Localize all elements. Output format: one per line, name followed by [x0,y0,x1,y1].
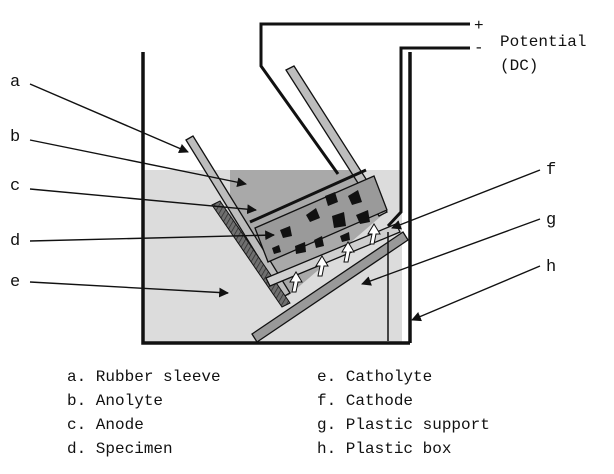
legend-item-c: c. Anode [67,416,144,434]
leader-a [29,83,189,154]
specimen-aggregates [272,190,370,254]
legend-item-f: f. Cathode [317,392,413,410]
anode-wire [259,22,470,175]
anode [249,168,367,224]
legend: a. Rubber sleeve b. Anolyte c. Anode d. … [67,368,490,458]
leader-c [29,188,257,215]
leader-g [361,218,541,286]
plastic-support [251,231,409,343]
leader-h [411,265,541,322]
potential-minus: - [474,39,484,57]
callout-g: g [546,211,556,230]
potential-label: Potential [500,33,586,51]
leader-lines [29,83,541,322]
leader-d [29,230,275,242]
leader-e [29,281,229,298]
cathode-plate [265,223,401,287]
rubber-sleeve-right-wall [285,65,388,217]
callout-c: c [10,177,20,196]
callout-h: h [546,258,556,277]
leader-f [391,169,541,230]
rubber-sleeve-left-wall [185,135,291,298]
legend-item-a: a. Rubber sleeve [67,368,221,386]
callout-e: e [10,273,20,292]
legend-item-g: g. Plastic support [317,416,490,434]
potential-dc-label: (DC) [500,57,538,75]
legend-item-d: d. Specimen [67,440,173,458]
potential-plus: + [474,17,484,35]
leader-b [29,139,247,188]
legend-item-e: e. Catholyte [317,368,432,386]
cathode-wire [386,46,470,228]
callout-d: d [10,232,20,251]
ion-flow-arrows [289,223,381,293]
legend-item-b: b. Anolyte [67,392,163,410]
callout-b: b [10,128,20,147]
legend-item-h: h. Plastic box [317,440,451,458]
callout-a: a [10,73,20,92]
plastic-box-left-wall [141,52,410,345]
callout-f: f [546,161,556,180]
